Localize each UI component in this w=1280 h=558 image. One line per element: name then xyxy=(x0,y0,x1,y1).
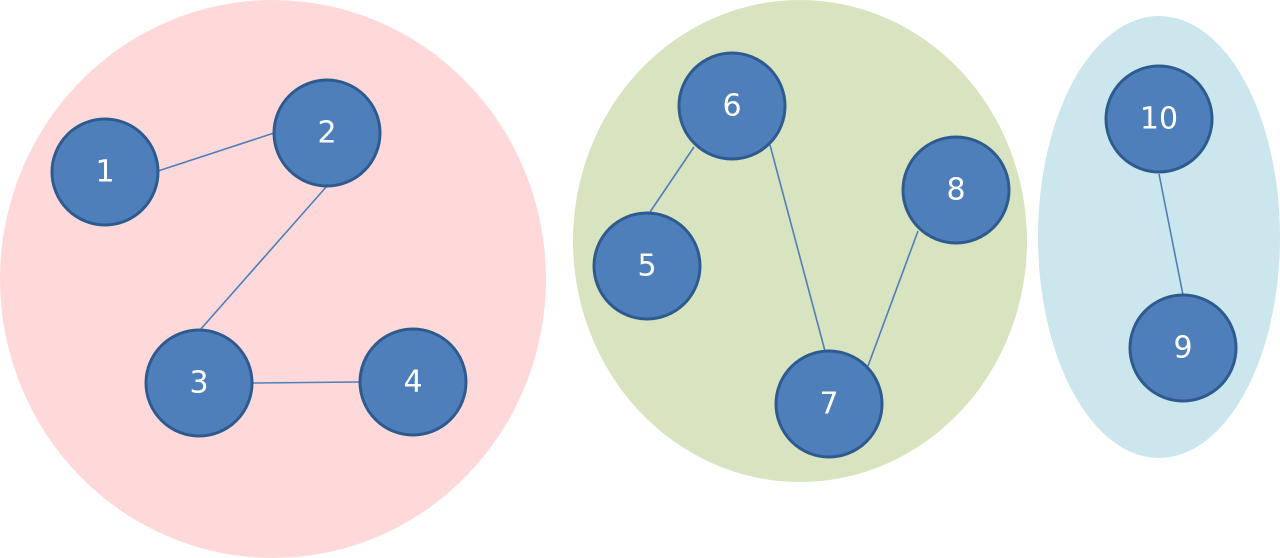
edge-1-2 xyxy=(157,132,275,172)
node-8-circle xyxy=(901,135,1011,245)
edge-10-9 xyxy=(1158,173,1184,296)
node-10-circle xyxy=(1104,64,1214,174)
node-2: 2 xyxy=(272,78,382,188)
node-9-label: 9 xyxy=(1173,331,1192,366)
node-1-label: 1 xyxy=(95,155,114,190)
edge-6-5 xyxy=(649,146,695,213)
node-1-circle xyxy=(50,117,160,227)
node-7: 7 xyxy=(774,349,884,459)
edge-2-3 xyxy=(199,185,328,331)
edges-layer xyxy=(157,132,1184,384)
node-3-circle xyxy=(144,328,254,438)
node-3: 3 xyxy=(144,328,254,438)
node-2-label: 2 xyxy=(317,116,336,151)
node-3-label: 3 xyxy=(189,366,208,401)
node-1: 1 xyxy=(50,117,160,227)
node-8-label: 8 xyxy=(946,173,965,208)
node-4-circle xyxy=(358,327,468,437)
node-6: 6 xyxy=(677,51,787,161)
node-9-circle xyxy=(1128,293,1238,403)
edge-3-4 xyxy=(252,381,361,384)
node-5: 5 xyxy=(592,211,702,321)
node-5-circle xyxy=(592,211,702,321)
group-a-region xyxy=(0,0,546,558)
node-6-circle xyxy=(677,51,787,161)
edge-8-7 xyxy=(867,230,919,367)
node-10: 10 xyxy=(1104,64,1214,174)
nodes-layer: 1 2 3 4 5 6 7 xyxy=(50,51,1238,459)
node-4: 4 xyxy=(358,327,468,437)
node-6-label: 6 xyxy=(722,89,741,124)
node-9: 9 xyxy=(1128,293,1238,403)
edge-6-7 xyxy=(769,144,826,352)
node-2-circle xyxy=(272,78,382,188)
node-10-label: 10 xyxy=(1140,102,1178,137)
node-5-label: 5 xyxy=(637,249,656,284)
node-7-label: 7 xyxy=(819,387,838,422)
node-7-circle xyxy=(774,349,884,459)
node-8: 8 xyxy=(901,135,1011,245)
node-4-label: 4 xyxy=(403,365,422,400)
